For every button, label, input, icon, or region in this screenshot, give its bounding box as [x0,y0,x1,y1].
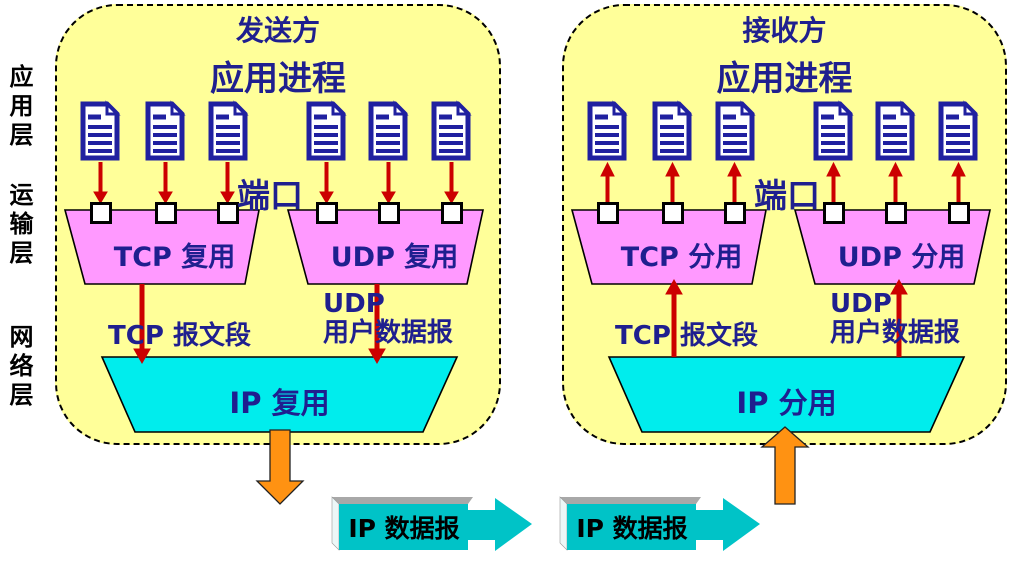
ip-trapezoid-label: IP 复用 [229,386,330,420]
ip-datagram-label: IP 数据报 [576,514,688,543]
tcp-demultiplex-trapezoid [570,209,767,285]
sender-panel: 发送方 应用进程 端口 TCP 复用 UDP 复用 TCP 报文段 UDP 用户… [55,4,501,445]
tcp-trapezoid-label: TCP 分用 [620,242,743,273]
port-square [948,202,970,224]
port-square [155,202,177,224]
document-icon [875,100,916,161]
panel-title: 接收方 [742,14,827,47]
box-face [339,504,468,550]
port-square [316,202,338,224]
tcp-multiplex-trapezoid [63,209,260,285]
layer-label-network: 网络层 [5,324,33,411]
ip-trapezoid-label: IP 分用 [736,386,837,420]
red-arrow-up-icon [600,161,966,203]
box-right-arrow-icon [468,498,532,551]
port-label: 端口 [754,176,820,215]
tcp-segment-label: TCP 报文段 [108,321,251,351]
layer-label-application: 应用层 [5,64,33,151]
receiver-shapes [570,161,991,433]
document-icon [813,100,854,161]
box-face [567,504,696,550]
udp-demultiplex-trapezoid [793,209,991,285]
layer-label-transport: 运输层 [5,182,33,269]
port-square [823,202,845,224]
udp-datagram-label: UDP 用户数据报 [323,290,453,348]
box-left-bevel [331,496,340,551]
box-left-bevel [559,496,568,551]
sender-shapes [63,162,484,433]
ip-datagram-label: IP 数据报 [348,514,460,543]
port-square [90,202,112,224]
document-icon [208,100,249,161]
red-arrow-up-icon [665,278,908,357]
udp-datagram-label-line2: 用户数据报 [323,318,454,348]
red-arrow-down-icon [133,284,386,365]
receiver-panel: 接收方 应用进程 端口 TCP 分用 UDP 分用 TCP 报文段 UDP 用户… [562,4,1007,445]
port-square [597,202,619,224]
port-label: 端口 [237,176,303,215]
document-icon [587,100,628,161]
port-square [662,202,684,224]
panel-title: 发送方 [235,14,320,47]
udp-datagram-label: UDP 用户数据报 [830,290,960,348]
document-icon [431,100,472,161]
document-icon [368,100,409,161]
udp-trapezoid-label: UDP 复用 [330,242,459,273]
document-icon [652,100,693,161]
box-top-bevel [560,497,701,504]
port-square [441,202,463,224]
red-arrow-down-icon [93,162,459,204]
application-process-label: 应用进程 [210,59,346,99]
tcp-segment-label: TCP 报文段 [615,321,758,351]
udp-datagram-label-line1: UDP [830,289,892,319]
document-icon [80,100,121,161]
document-icon [306,100,347,161]
port-square [378,202,400,224]
ip-datagram-shape [331,496,532,551]
udp-datagram-label-line1: UDP [323,289,385,319]
box-top-bevel [332,497,473,504]
document-icon [715,100,756,161]
application-process-label: 应用进程 [716,59,853,99]
udp-trapezoid-label: UDP 分用 [837,242,966,273]
port-square [885,202,907,224]
document-icon [145,100,186,161]
ip-demultiplex-trapezoid [607,356,966,433]
box-right-arrow-icon [696,498,760,551]
ip-multiplex-trapezoid [100,356,459,433]
port-square [217,202,239,224]
ip-datagram-box: IP 数据报 [556,490,768,558]
document-icon [938,100,979,161]
ip-datagram-box: IP 数据报 [328,490,540,558]
udp-multiplex-trapezoid [286,209,484,285]
port-square [724,202,746,224]
tcp-trapezoid-label: TCP 复用 [113,242,236,273]
udp-datagram-label-line2: 用户数据报 [830,318,961,348]
ip-datagram-shape [559,496,760,551]
